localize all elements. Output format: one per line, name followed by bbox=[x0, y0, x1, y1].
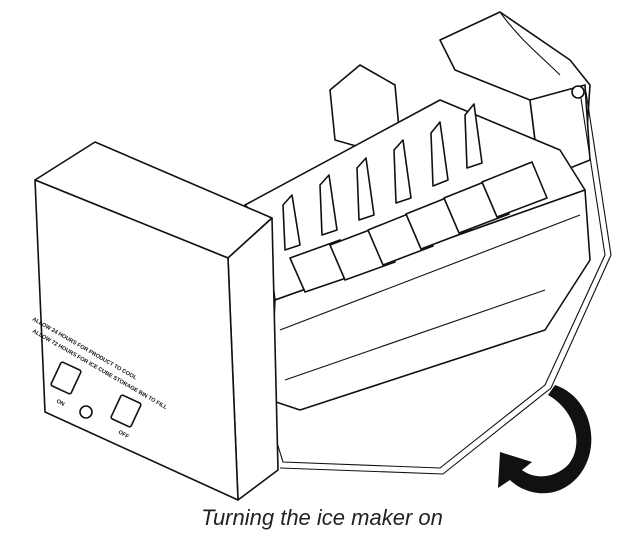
arm-pivot bbox=[571, 85, 585, 99]
off-label: OFF bbox=[117, 430, 130, 441]
off-switch[interactable] bbox=[110, 394, 142, 428]
rotation-symbol-icon bbox=[79, 405, 93, 419]
on-label: ON bbox=[55, 399, 65, 408]
on-switch[interactable] bbox=[50, 361, 82, 395]
shutoff-arm[interactable] bbox=[269, 91, 612, 475]
rotation-arrow-icon bbox=[498, 385, 592, 494]
control-housing: ALLOW 24 HOURS FOR PRODUCT TO COOL ALLOW… bbox=[31, 141, 279, 501]
ice-maker-illustration: ALLOW 24 HOURS FOR PRODUCT TO COOL ALLOW… bbox=[31, 11, 612, 501]
ejector-fingers bbox=[282, 103, 548, 293]
figure-caption: Turning the ice maker on bbox=[201, 505, 443, 530]
